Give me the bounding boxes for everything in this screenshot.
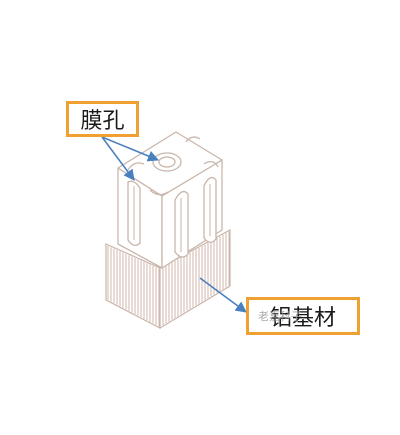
watermark: 老嘉科子 xyxy=(258,310,302,323)
channel-inner-lines xyxy=(133,184,211,252)
top-pore-back xyxy=(185,136,201,143)
substrate-hatching xyxy=(107,231,230,327)
top-pore-center-inner xyxy=(158,156,176,168)
oxide-top-face xyxy=(117,131,223,197)
arrow-substrate xyxy=(199,277,247,313)
top-pore-right xyxy=(203,160,219,168)
pore-label: 膜孔 xyxy=(66,101,139,137)
arrow-pore-to-top xyxy=(101,136,160,162)
top-face-pores xyxy=(127,136,219,196)
top-pore-front xyxy=(149,189,169,196)
top-pore-center xyxy=(152,152,182,172)
top-pore-left xyxy=(127,162,145,171)
callout-arrows xyxy=(101,136,247,313)
arrow-pore-to-face xyxy=(101,136,135,181)
substrate-label: 铝基材 xyxy=(246,297,360,335)
